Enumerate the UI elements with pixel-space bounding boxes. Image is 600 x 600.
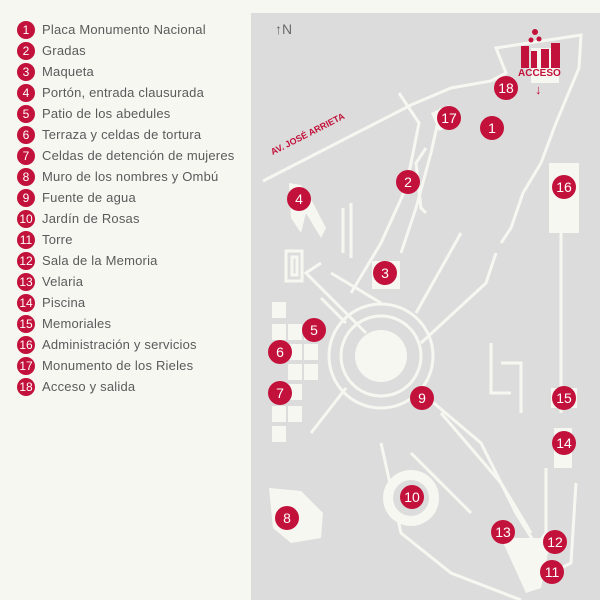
access-building-icon — [521, 29, 560, 68]
legend-item: 9 Fuente de agua — [17, 187, 234, 208]
access-label: ACCESO — [518, 68, 561, 79]
legend-label: Gradas — [42, 43, 86, 58]
legend-label: Celdas de detención de mujeres — [42, 148, 235, 163]
map-marker-1[interactable]: 1 — [480, 116, 504, 140]
map-marker-16[interactable]: 16 — [552, 175, 576, 199]
legend-label: Placa Monumento Nacional — [42, 22, 206, 37]
legend-label: Memoriales — [42, 316, 112, 331]
legend-number-badge: 5 — [17, 104, 35, 123]
map-marker-8[interactable]: 8 — [275, 506, 299, 530]
legend-label: Monumento de los Rieles — [42, 358, 194, 373]
legend-number-badge: 9 — [17, 188, 35, 207]
map-paths — [262, 29, 583, 600]
legend-number-badge: 11 — [17, 230, 35, 249]
legend-number-badge: 14 — [17, 293, 35, 312]
legend-item: 1 Placa Monumento Nacional — [17, 19, 234, 40]
map-marker-15[interactable]: 15 — [552, 386, 576, 410]
legend-item: 16 Administración y servicios — [17, 334, 234, 355]
map-marker-7[interactable]: 7 — [268, 381, 292, 405]
legend-number-badge: 10 — [17, 209, 35, 228]
legend-number-badge: 18 — [17, 377, 35, 396]
map-marker-14[interactable]: 14 — [552, 431, 576, 455]
legend-number-badge: 4 — [17, 83, 35, 102]
map-marker-2[interactable]: 2 — [396, 170, 420, 194]
legend-label: Muro de los nombres y Ombú — [42, 169, 219, 184]
legend-item: 18 Acceso y salida — [17, 376, 234, 397]
legend-item: 13 Velaria — [17, 271, 234, 292]
map-marker-18[interactable]: 18 — [494, 76, 518, 100]
legend-number-badge: 15 — [17, 314, 35, 333]
map-marker-6[interactable]: 6 — [268, 340, 292, 364]
legend-label: Velaria — [42, 274, 84, 289]
legend-item: 7 Celdas de detención de mujeres — [17, 145, 234, 166]
legend-number-badge: 2 — [17, 41, 35, 60]
legend-item: 11 Torre — [17, 229, 234, 250]
map-marker-5[interactable]: 5 — [302, 318, 326, 342]
legend-item: 12 Sala de la Memoria — [17, 250, 234, 271]
legend-label: Maqueta — [42, 64, 94, 79]
map-marker-3[interactable]: 3 — [373, 261, 397, 285]
legend-item: 8 Muro de los nombres y Ombú — [17, 166, 234, 187]
legend-number-badge: 1 — [17, 20, 35, 39]
legend-item: 14 Piscina — [17, 292, 234, 313]
legend-item: 4 Portón, entrada clausurada — [17, 82, 234, 103]
legend-item: 10 Jardín de Rosas — [17, 208, 234, 229]
legend-number-badge: 13 — [17, 272, 35, 291]
legend-label: Portón, entrada clausurada — [42, 85, 205, 100]
north-indicator: ↑N — [275, 21, 293, 37]
map-marker-12[interactable]: 12 — [543, 530, 567, 554]
legend-number-badge: 16 — [17, 335, 35, 354]
legend-item: 17 Monumento de los Rieles — [17, 355, 234, 376]
legend: 1 Placa Monumento Nacional 2 Gradas 3 Maqueta… — [17, 19, 234, 397]
legend-label: Fuente de agua — [42, 190, 136, 205]
legend-label: Piscina — [42, 295, 86, 310]
legend-label: Administración y servicios — [42, 337, 197, 352]
legend-label: Patio de los abedules — [42, 106, 171, 121]
map-marker-10[interactable]: 10 — [400, 485, 424, 509]
legend-item: 6 Terraza y celdas de tortura — [17, 124, 234, 145]
legend-item: 3 Maqueta — [17, 61, 234, 82]
map-marker-4[interactable]: 4 — [287, 187, 311, 211]
legend-number-badge: 7 — [17, 146, 35, 165]
legend-item: 2 Gradas — [17, 40, 234, 61]
legend-number-badge: 17 — [17, 356, 35, 375]
legend-number-badge: 6 — [17, 125, 35, 144]
map-marker-17[interactable]: 17 — [437, 106, 461, 130]
legend-item: 5 Patio de los abedules — [17, 103, 234, 124]
legend-number-badge: 8 — [17, 167, 35, 186]
legend-item: 15 Memoriales — [17, 313, 234, 334]
map-marker-9[interactable]: 9 — [410, 386, 434, 410]
map-marker-11[interactable]: 11 — [540, 560, 564, 584]
legend-label: Jardín de Rosas — [42, 211, 140, 226]
map-marker-13[interactable]: 13 — [491, 520, 515, 544]
legend-number-badge: 3 — [17, 62, 35, 81]
legend-number-badge: 12 — [17, 251, 35, 270]
legend-label: Sala de la Memoria — [42, 253, 158, 268]
legend-label: Terraza y celdas de tortura — [42, 127, 202, 142]
legend-label: Acceso y salida — [42, 379, 136, 394]
legend-label: Torre — [42, 232, 73, 247]
arrow-down-icon: ↓ — [535, 82, 542, 97]
